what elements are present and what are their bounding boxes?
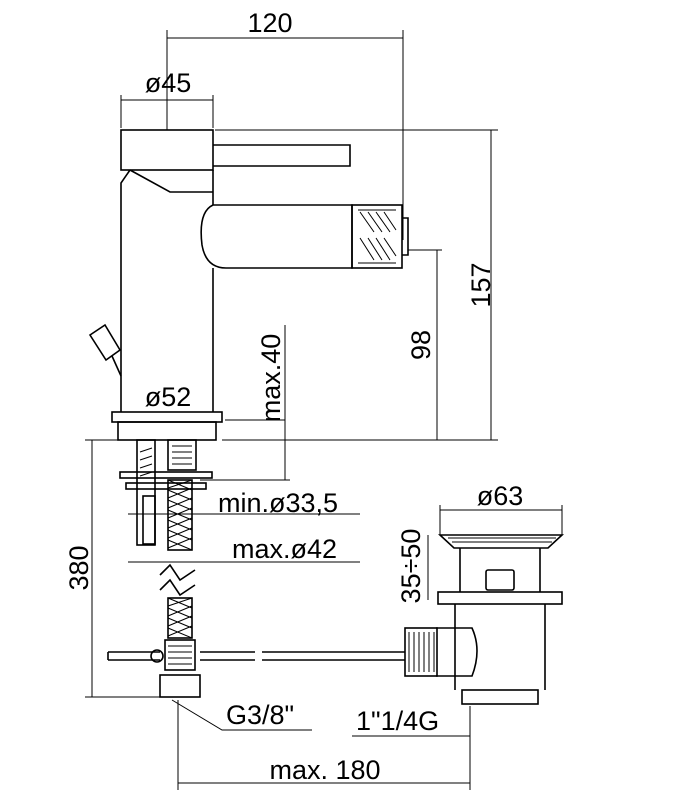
label-rod-max-180: max. 180 bbox=[269, 755, 380, 785]
popup-waste bbox=[404, 534, 565, 705]
label-dia-52: ø52 bbox=[145, 382, 192, 412]
underdeck-fittings bbox=[107, 439, 405, 698]
dimension-labels: 120 ø45 157 98 ø52 max.40 min.ø33,5 max.… bbox=[64, 8, 523, 785]
label-height-157: 157 bbox=[466, 262, 496, 307]
label-max-dia-42: max.ø42 bbox=[232, 534, 337, 564]
label-hose-380: 380 bbox=[64, 545, 94, 590]
mixer-body bbox=[88, 129, 409, 441]
label-width-120: 120 bbox=[247, 8, 292, 38]
label-dia-63: ø63 bbox=[477, 481, 524, 511]
label-dia-45: ø45 bbox=[145, 68, 192, 98]
label-thread-1-1-4g: 1"1/4G bbox=[356, 706, 439, 736]
label-max-40: max.40 bbox=[256, 334, 286, 423]
label-min-dia-33-5: min.ø33,5 bbox=[218, 488, 338, 518]
label-lift-35-50: 35÷50 bbox=[396, 529, 426, 604]
label-thread-g38: G3/8" bbox=[226, 700, 294, 730]
dimension-lines bbox=[85, 30, 563, 790]
label-height-98: 98 bbox=[406, 330, 436, 360]
